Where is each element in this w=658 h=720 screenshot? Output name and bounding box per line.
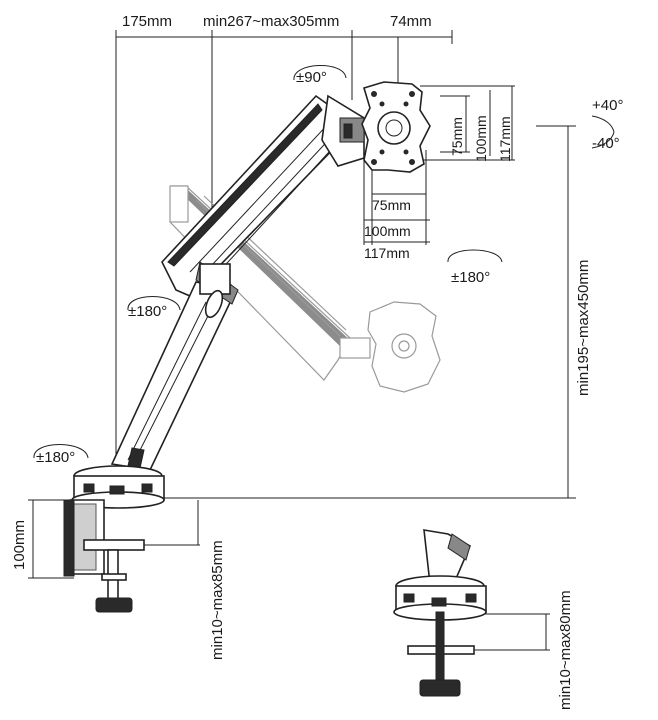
clamp-range-label: min10~max85mm bbox=[209, 540, 226, 660]
tilt-head bbox=[321, 94, 365, 167]
dimension-lines bbox=[28, 30, 576, 651]
upper-arm bbox=[161, 94, 347, 297]
grommet-range-label: min10~max80mm bbox=[557, 590, 574, 710]
height-range-label: min195~max450mm bbox=[575, 260, 592, 396]
dim-top-arm-reach: min267~max305mm bbox=[203, 13, 339, 30]
vesa-h-large-label: 117mm bbox=[497, 116, 513, 162]
clamp-height-label: 100mm bbox=[11, 520, 28, 570]
vesa-h-mid-label: 100mm bbox=[473, 115, 489, 162]
rotation-arrows bbox=[33, 65, 615, 459]
rotate-screen-label: ±90° bbox=[296, 69, 327, 86]
c-clamp bbox=[63, 499, 145, 613]
rotate-head-label: ±180° bbox=[451, 269, 490, 286]
rotate-elbow-label: ±180° bbox=[128, 303, 167, 320]
vesa-w-large-label: 117mm bbox=[364, 245, 410, 261]
vesa-w-mid-label: 100mm bbox=[364, 223, 411, 239]
tilt-up-label: +40° bbox=[592, 97, 623, 114]
rotate-base-label: ±180° bbox=[36, 449, 75, 466]
dim-top-head-depth: 74mm bbox=[390, 13, 432, 30]
vesa-h-small-label: 75mm bbox=[449, 117, 465, 156]
vesa-plate bbox=[361, 81, 431, 173]
grommet-mount bbox=[393, 529, 487, 697]
dim-top-offset: 175mm bbox=[122, 13, 172, 30]
vesa-w-small-label: 75mm bbox=[372, 197, 411, 213]
lower-arm bbox=[110, 261, 239, 471]
tilt-down-label: -40° bbox=[592, 135, 620, 152]
